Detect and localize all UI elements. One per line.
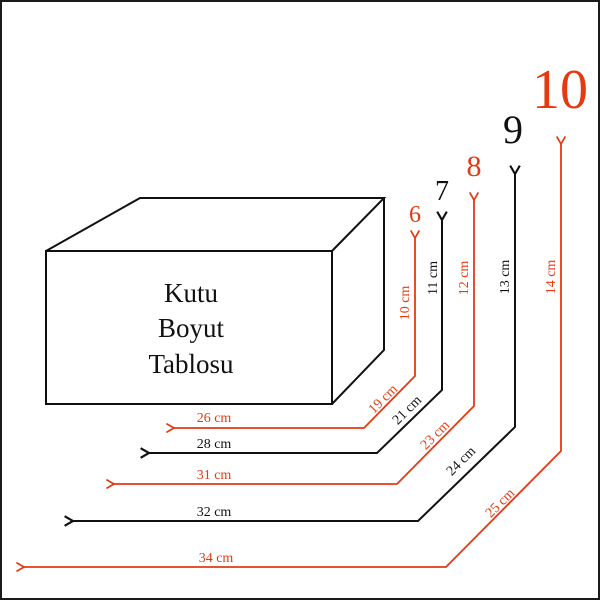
- size-6-number: 6: [409, 202, 421, 228]
- box-side-face: [331, 198, 385, 405]
- size-10-width-label: 34 cm: [199, 551, 234, 566]
- size-10-depth-label: 25 cm: [483, 486, 518, 521]
- size-7-height-label: 11 cm: [426, 261, 441, 295]
- size-10-height-label: 14 cm: [544, 260, 559, 295]
- size-7-width-label: 28 cm: [197, 437, 232, 452]
- box-title-line-3: Tablosu: [148, 349, 234, 379]
- size-8-height-label: 12 cm: [457, 261, 472, 296]
- size-10-number: 10: [532, 59, 588, 121]
- size-9-depth-label: 24 cm: [444, 444, 479, 479]
- box-top-face: [45, 197, 387, 252]
- size-8-number: 8: [467, 150, 482, 183]
- size-6-height-label: 10 cm: [398, 286, 413, 321]
- box-title-line-1: Kutu: [164, 278, 219, 308]
- size-9-number: 9: [503, 107, 523, 152]
- size-7-number: 7: [435, 176, 449, 207]
- size-9-height-label: 13 cm: [498, 260, 513, 295]
- box-title-line-2: Boyut: [158, 313, 225, 343]
- size-6-width-label: 26 cm: [197, 411, 232, 426]
- size-8-depth-label: 23 cm: [418, 418, 453, 453]
- size-9-width-label: 32 cm: [197, 505, 232, 520]
- size-10-path: [16, 136, 567, 573]
- size-8-width-label: 31 cm: [197, 468, 232, 483]
